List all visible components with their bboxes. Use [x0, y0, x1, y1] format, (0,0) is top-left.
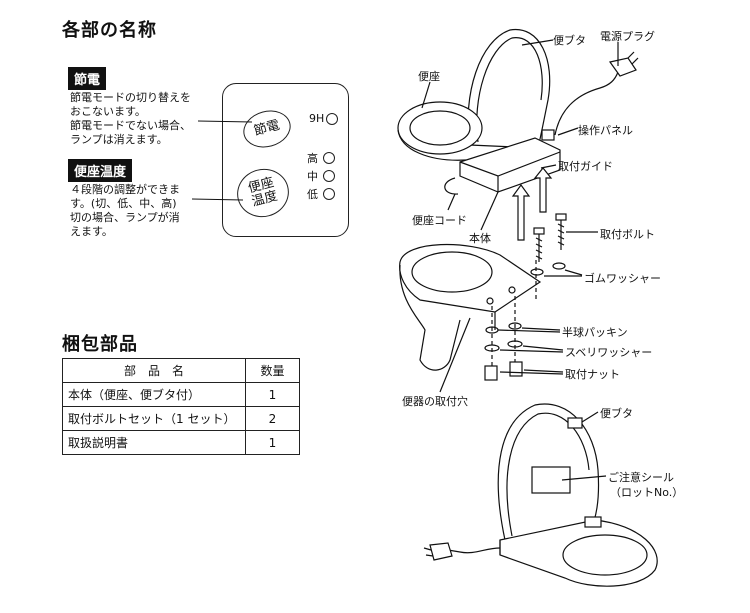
part-qty: 1 — [245, 382, 300, 407]
label-lid-bottom: 便ブタ — [600, 407, 633, 420]
level-low-label: 低 — [307, 188, 318, 201]
packing-section-title: 梱包部品 — [62, 334, 138, 355]
label-caution-seal: ご注意シール — [608, 471, 674, 484]
label-seat: 便座 — [418, 70, 440, 83]
names-section-title: 各部の名称 — [62, 20, 157, 41]
lid-illustration — [467, 29, 551, 149]
power-save-tag: 節電 — [68, 67, 107, 90]
control-panel-illustration: 節電 9H 高 中 低 便座 温度 — [222, 83, 349, 237]
column-header-qty: 数量 — [245, 358, 300, 383]
timer-9h-label: 9H — [309, 112, 325, 125]
part-qty: 1 — [245, 430, 300, 455]
table-row: 取扱説明書 1 — [62, 430, 300, 455]
toilet-bowl-illustration — [399, 243, 542, 371]
label-seat-cord: 便座コード — [412, 214, 467, 227]
level-mid-lamp-icon — [323, 170, 335, 182]
packing-parts-table: 部 品 名 数量 本体（便座、便ブタ付） 1 取付ボルトセット（1 セット） 2… — [62, 358, 300, 455]
seat-temp-tag: 便座温度 — [68, 159, 133, 182]
label-mount-bolt: 取付ボルト — [600, 228, 655, 241]
label-lid: 便ブタ — [553, 34, 586, 47]
label-control-panel: 操作パネル — [578, 124, 633, 137]
column-header-name: 部 品 名 — [62, 358, 246, 383]
level-high-label: 高 — [307, 152, 318, 165]
label-toilet-hole: 便器の取付穴 — [402, 395, 468, 408]
part-qty: 2 — [245, 406, 300, 431]
label-mount-nut: 取付ナット — [565, 368, 620, 381]
table-header-row: 部 品 名 数量 — [62, 358, 300, 383]
timer-lamp-icon — [326, 113, 338, 125]
label-mount-guide: 取付ガイド — [558, 160, 613, 173]
seat-illustration — [397, 101, 483, 161]
label-rubber-washer: ゴムワッシャー — [584, 272, 661, 285]
part-name: 取扱説明書 — [62, 430, 246, 455]
bolt-illustration — [533, 213, 567, 262]
power-save-description: 節電モードの切り替えを おこないます。 節電モードでない場合、 ランプは消えます… — [70, 91, 191, 146]
bottom-seat-illustration — [423, 403, 658, 587]
label-power-plug: 電源プラグ — [600, 30, 655, 43]
label-body: 本体 — [469, 232, 491, 245]
level-mid-label: 中 — [307, 170, 318, 183]
label-half-packing: 半球パッキン — [562, 326, 628, 339]
label-lot-no: （ロットNo.） — [610, 486, 684, 499]
label-slip-washer: スベリワッシャー — [565, 346, 653, 359]
seat-temp-description: ４段階の調整ができま す。(切、低、中、高) 切の場合、ランプが消 えます。 — [70, 183, 180, 238]
level-low-lamp-icon — [323, 188, 335, 200]
level-high-lamp-icon — [323, 152, 335, 164]
